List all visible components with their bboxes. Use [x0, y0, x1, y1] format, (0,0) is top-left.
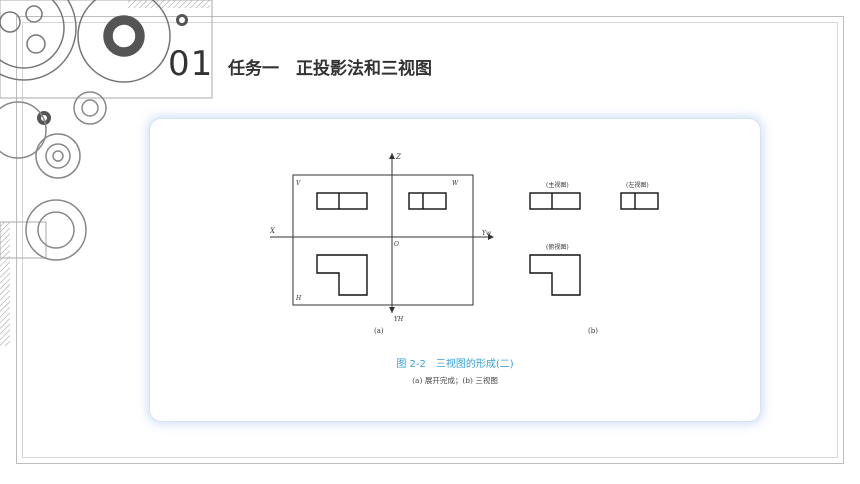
- left-view-a: [408, 192, 447, 210]
- large-gear-icon: [0, 0, 77, 81]
- three-view-diagram: Z X Yw YH O V W H (a) (主视图) (左视图): [270, 153, 659, 335]
- axis-yw-label: Yw: [482, 230, 492, 237]
- plane-h-label: H: [295, 295, 302, 302]
- origin-label: O: [394, 241, 399, 248]
- top-view-label: (俯视图): [546, 243, 569, 251]
- slide-frame-inner: [22, 22, 838, 458]
- figure-card: Z X Yw YH O V W H (a) (主视图) (左视图): [149, 118, 761, 422]
- slide-frame-outer: [16, 16, 844, 464]
- plane-v-label: V: [296, 180, 301, 187]
- section-number: 01: [168, 44, 214, 84]
- medium-gear-icon: [77, 0, 171, 83]
- plane-w-label: W: [452, 180, 459, 187]
- label-b: (b): [588, 327, 598, 335]
- hatch-strip-top: [128, 0, 210, 8]
- figure-subcaption: (a) 展开完成；(b) 三视图: [412, 376, 498, 385]
- front-view-label: (主视图): [546, 181, 569, 189]
- axis-z-label: Z: [395, 153, 401, 161]
- gear-decoration: [0, 0, 213, 346]
- left-view-b: [620, 192, 659, 210]
- front-view-b: [529, 192, 581, 210]
- left-view-label: (左视图): [626, 181, 649, 189]
- label-a: (a): [374, 327, 384, 335]
- hatch-strip-left: [0, 222, 10, 346]
- top-view-a: [316, 254, 368, 296]
- page-title: 任务一 正投影法和三视图: [228, 59, 432, 79]
- lower-gear-icon: [0, 91, 107, 261]
- front-view-a: [316, 192, 368, 210]
- figure-caption: 图 2-2 三视图的形成(二): [396, 359, 514, 370]
- axis-x-label: X: [270, 227, 276, 235]
- projection-frame: [292, 174, 474, 306]
- top-view-b: [529, 254, 581, 296]
- axis-yh-label: YH: [394, 316, 404, 323]
